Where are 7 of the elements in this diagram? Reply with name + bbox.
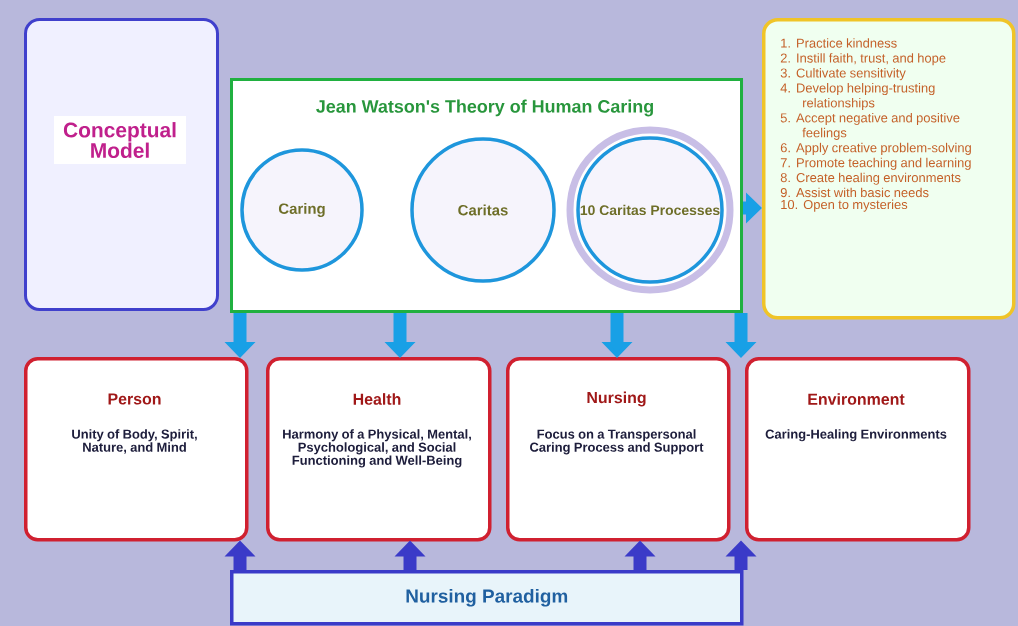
- paradigm-box: Nursing Paradigm: [230, 570, 744, 626]
- label-box: Conceptual Model: [24, 18, 219, 311]
- concept-card: Health Harmony of a Physical, Mental, Psychological, and Social Functioning and Well-Being: [266, 357, 492, 542]
- concept-card: Nursing Focus on a Transpersonal Caring Process and Support: [506, 357, 731, 542]
- list-box: 1. Practice kindness 2. Instill faith, trust, and hope 3. Cultivate sensitivity 4. Develop helping-trusting relationships 5. Accept negative and positive feelings 6. Apply creative problem-solving 7. Promote teaching and learning 8. Create healing environments 9. Assist with basic needs 10. Open to mysteries: [762, 18, 1016, 320]
- concept-card: Environment Caring-Healing Environments: [745, 357, 971, 542]
- concept-card: Person Unity of Body, Spirit, Nature, and Mind: [24, 357, 249, 542]
